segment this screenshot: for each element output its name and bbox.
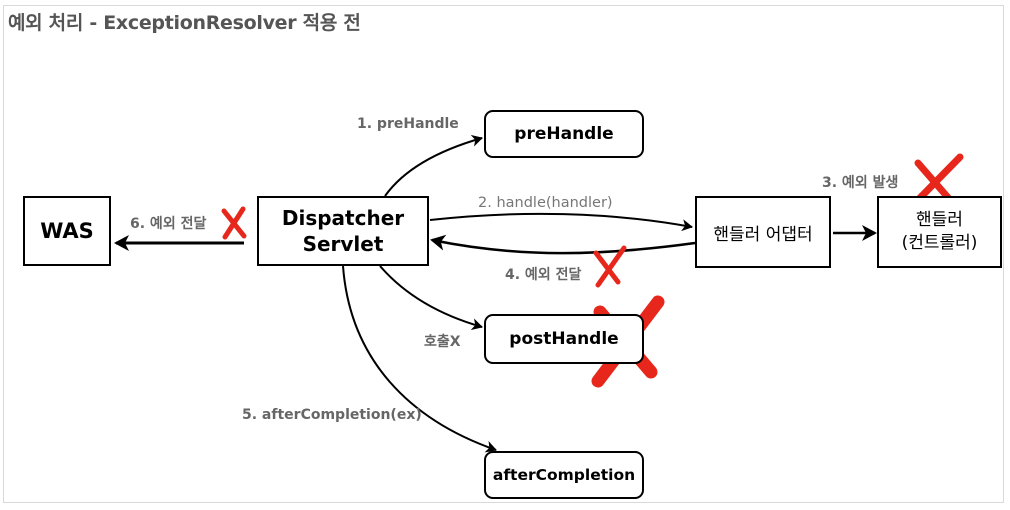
edge-handle <box>429 212 693 232</box>
was-label: WAS <box>40 219 94 243</box>
posthandle-box: postHandle <box>484 314 644 364</box>
label-step1: 1. preHandle <box>357 116 459 132</box>
label-step6: 6. 예외 전달 <box>130 216 207 232</box>
label-step5: 5. afterCompletion(ex) <box>242 407 422 423</box>
edge-exception-return <box>430 234 696 255</box>
handler-label-line2: (컨트롤러) <box>901 233 978 253</box>
handler-box: 핸들러 (컨트롤러) <box>877 196 1002 268</box>
aftercompletion-label: afterCompletion <box>492 466 636 484</box>
dispatcher-label-line1: Dispatcher <box>281 206 405 230</box>
prehandle-label: preHandle <box>514 124 614 144</box>
label-step2: 2. handle(handler) <box>478 195 613 211</box>
cross-icon-was <box>221 206 247 240</box>
was-box: WAS <box>23 196 111 266</box>
diagram-title: 예외 처리 - ExceptionResolver 적용 전 <box>8 12 361 34</box>
edge-prehandle <box>384 134 483 197</box>
edge-aftercompletion <box>342 265 497 453</box>
diagram-frame <box>3 5 1004 503</box>
label-not-called: 호출X <box>424 334 461 350</box>
cross-icon-handler <box>913 153 964 205</box>
label-step3: 3. 예외 발생 <box>822 175 899 191</box>
posthandle-label: postHandle <box>509 329 619 349</box>
aftercompletion-box: afterCompletion <box>484 451 644 499</box>
handler-label-line1: 핸들러 <box>916 210 963 231</box>
cross-icon-return <box>593 245 627 288</box>
edge-posthandle <box>379 265 483 331</box>
handler-adapter-box: 핸들러 어댑터 <box>695 196 831 268</box>
adapter-label: 핸들러 어댑터 <box>713 224 813 245</box>
dispatcher-label-line2: Servlet <box>302 232 384 256</box>
dispatcher-servlet-box: Dispatcher Servlet <box>257 196 429 266</box>
label-step4: 4. 예외 전달 <box>505 267 582 283</box>
prehandle-box: preHandle <box>484 110 644 158</box>
